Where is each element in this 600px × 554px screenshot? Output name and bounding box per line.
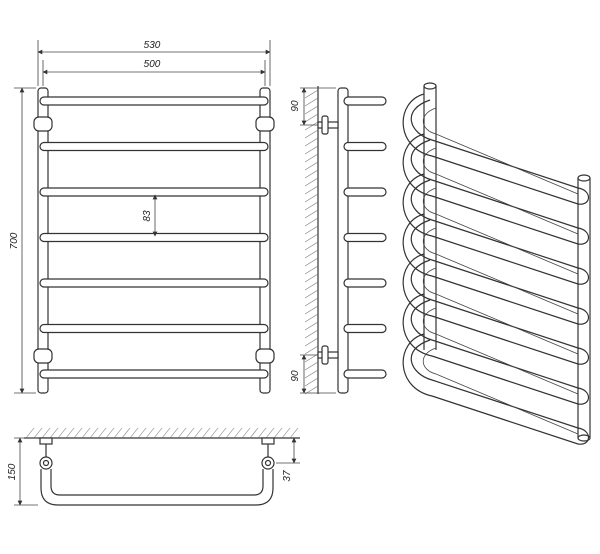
iso-rung-4 (402, 213, 590, 325)
side-rung-2 (343, 141, 387, 152)
u-rung-outer (40, 469, 274, 506)
side-rung-7 (343, 369, 387, 379)
isometric-view (402, 82, 591, 445)
side-rung-5 (343, 278, 387, 288)
dim-label-90-bottom: 90 (290, 370, 301, 382)
upright-end-left (39, 456, 53, 470)
top-view: 150 37 (7, 427, 300, 506)
dim-label-90-top: 90 (290, 100, 301, 112)
iso-rung-5 (402, 253, 590, 365)
rung-5 (39, 278, 269, 288)
side-rung-3 (343, 187, 387, 197)
dim-label-37: 37 (282, 470, 293, 482)
iso-right-cap (577, 174, 591, 182)
side-rung-6 (343, 323, 387, 334)
iso-rung-1 (402, 93, 590, 205)
front-view: 530 500 700 83 (9, 40, 275, 394)
upright-end-right (261, 456, 275, 470)
mount-boss-top-right (255, 116, 275, 132)
rung-1 (39, 96, 269, 106)
dim-label-150: 150 (7, 463, 18, 480)
iso-left-cap (423, 82, 437, 90)
iso-rung-7 (402, 333, 590, 445)
side-rungs-group (343, 96, 387, 379)
mount-boss-bottom-right (255, 348, 275, 364)
dim-label-530: 530 (144, 40, 161, 51)
mount-boss-top-left (33, 116, 53, 132)
mount-boss-bottom-left (33, 348, 53, 364)
rungs-group (39, 96, 269, 379)
dim-label-83: 83 (142, 210, 153, 222)
iso-rungs-group (402, 93, 590, 445)
iso-rung-2 (402, 133, 590, 245)
iso-rung-6 (402, 293, 590, 405)
side-rung-4 (343, 232, 387, 243)
side-view: 90 90 (290, 86, 387, 395)
rung-2 (39, 141, 269, 152)
dim-label-500: 500 (144, 59, 161, 70)
rung-3 (39, 187, 269, 197)
iso-rung-3 (402, 173, 590, 285)
u-rung-inner (50, 469, 264, 496)
dim-label-700: 700 (9, 232, 20, 249)
side-rung-1 (343, 96, 387, 106)
rung-7 (39, 369, 269, 379)
rung-6 (39, 323, 269, 334)
rung-4 (39, 232, 269, 243)
